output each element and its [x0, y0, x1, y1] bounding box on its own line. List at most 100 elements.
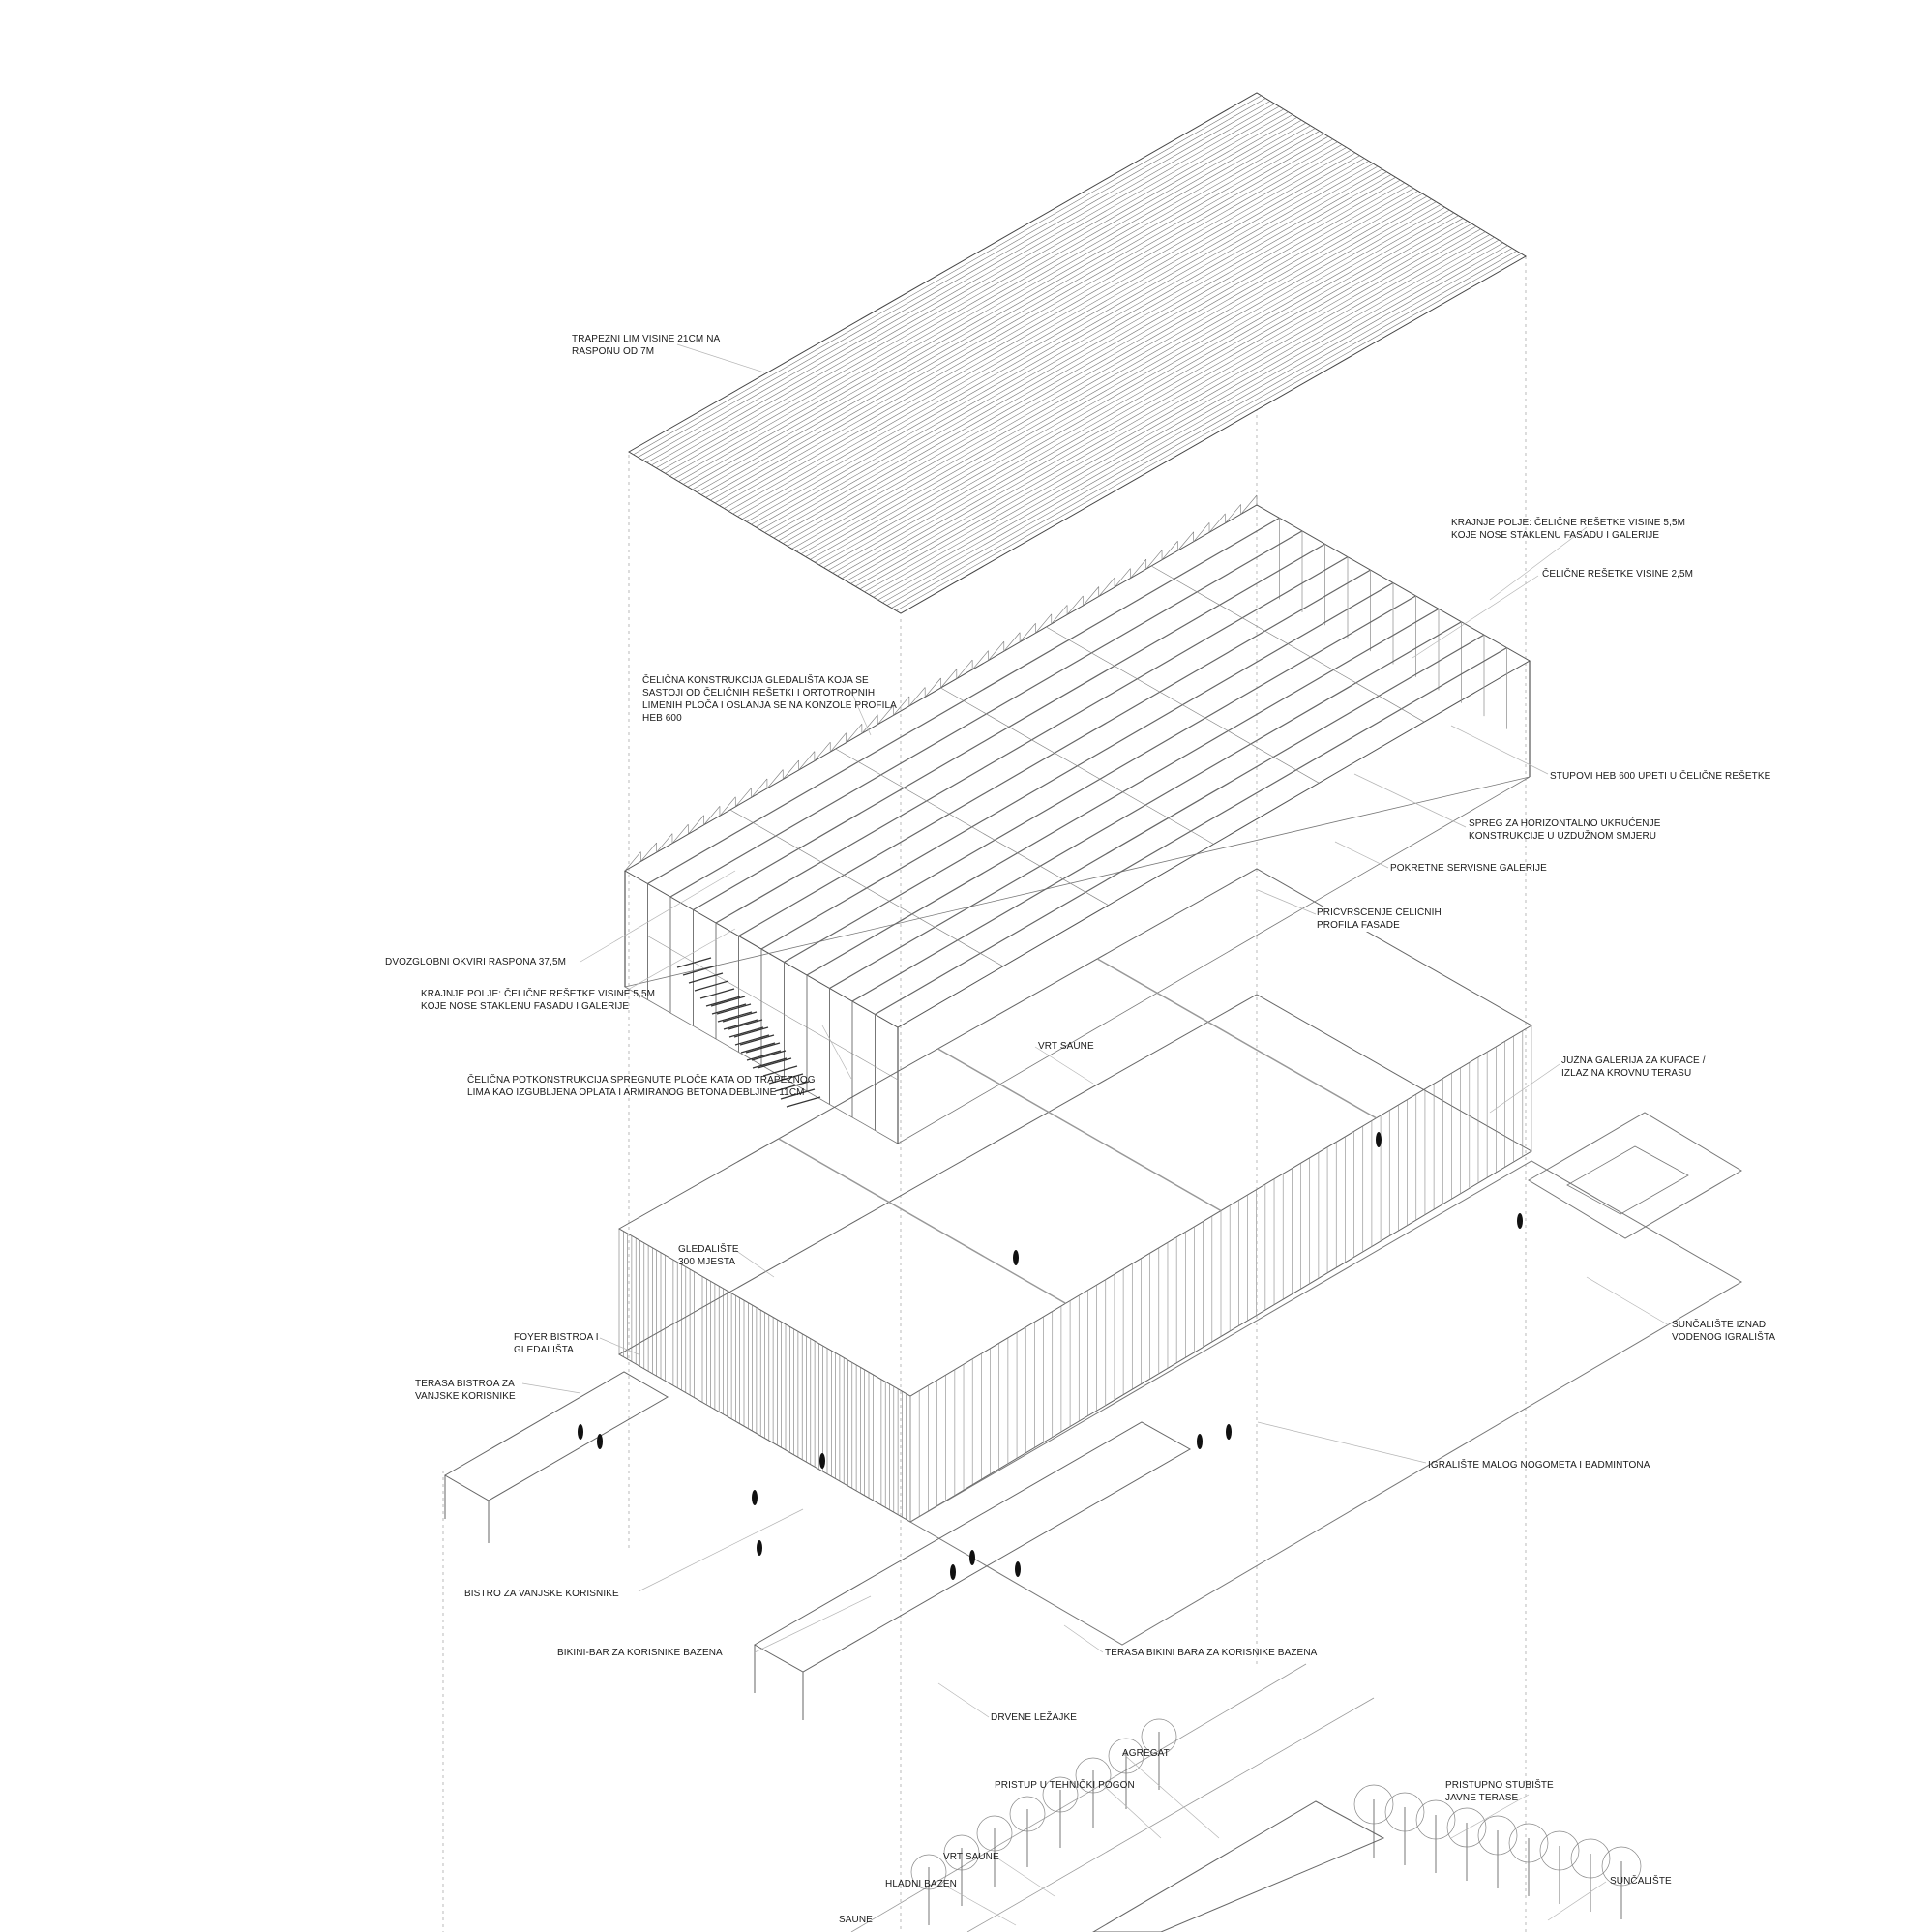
truss-diagonal — [1193, 522, 1210, 542]
truss-diagonal — [908, 687, 926, 707]
person-figure — [752, 1490, 758, 1505]
label-trusses: ČELIČNE REŠETKE VISINE 2,5m — [1542, 569, 1694, 580]
steel-structure — [623, 494, 1531, 1144]
glass-box-top — [617, 868, 1532, 1397]
roof-rib — [732, 155, 1360, 515]
roof-rib — [877, 242, 1503, 601]
sports-deck — [909, 1160, 1742, 1646]
stair-step — [722, 1011, 758, 1023]
truss-diagonal — [940, 669, 958, 689]
person-figure — [1517, 1213, 1523, 1229]
tree-icon — [1570, 1838, 1611, 1879]
roof-sheet — [628, 92, 1527, 614]
roof-rib — [660, 111, 1289, 471]
leader-line — [942, 1884, 1017, 1926]
ground-edge — [966, 1697, 1375, 1932]
label-sauna-garden-upper: VRT SAUNE — [1038, 1041, 1094, 1052]
tree-icon — [1108, 1738, 1144, 1774]
truss-diagonal — [735, 788, 752, 808]
bikini-bar-terrace — [753, 1421, 1192, 1673]
label-playground: IGRALIŠTE MALOG NOGOMETA I BADMINTONA — [1428, 1460, 1650, 1471]
tree-icon — [1477, 1815, 1518, 1856]
truss-diagonal — [846, 724, 863, 743]
roof-rib — [886, 248, 1513, 606]
roof-outline — [628, 92, 1527, 614]
purlin — [940, 687, 1214, 845]
leader-line — [1121, 1752, 1220, 1839]
roof-rib — [891, 251, 1517, 609]
gallery-beam — [647, 936, 671, 950]
roof-rib — [846, 223, 1472, 581]
roof-rib — [791, 191, 1418, 550]
person-figure — [578, 1424, 583, 1440]
roof-rib — [655, 108, 1284, 468]
leader-line — [734, 1249, 775, 1278]
truss-diagonal — [893, 696, 910, 716]
truss-diagonal — [751, 778, 768, 798]
roof-rib — [818, 207, 1445, 566]
roof-rib — [814, 204, 1442, 563]
stair-step — [717, 1011, 753, 1023]
leader-line — [1450, 725, 1549, 775]
roof-rib — [755, 168, 1382, 528]
roof-beam — [778, 1138, 1066, 1304]
stair-step — [752, 1057, 788, 1069]
truss-diagonal — [1240, 494, 1258, 515]
truss-diagonal — [814, 741, 831, 761]
roof-rib — [787, 188, 1414, 547]
roof-rib — [805, 198, 1432, 557]
truss-diagonal — [1225, 504, 1241, 524]
roof-rib — [864, 234, 1491, 592]
truss-diagonal — [798, 751, 816, 771]
tree-icon — [1539, 1830, 1580, 1871]
roof-rib — [724, 149, 1352, 509]
roof-rib — [773, 179, 1401, 539]
stair-step — [739, 1034, 775, 1046]
roof-rib — [869, 237, 1495, 595]
person-figure — [819, 1453, 825, 1469]
stair-step — [676, 957, 712, 968]
stair-step — [723, 1019, 758, 1030]
truss-diagonal — [656, 833, 673, 853]
leader-line — [1257, 889, 1317, 915]
gallery-beam — [760, 1000, 785, 1015]
truss-diagonal — [624, 851, 641, 872]
roof-rib — [896, 253, 1522, 611]
roof-rib — [678, 122, 1307, 482]
person-figure — [597, 1434, 603, 1449]
leader-line — [580, 870, 736, 963]
leader-line — [1102, 1784, 1162, 1839]
label-sauna-garden-lower: VRT SAUNE — [943, 1852, 999, 1862]
roof-rib — [800, 195, 1428, 555]
truss-diagonal — [1003, 632, 1021, 652]
water-playground — [1566, 1145, 1689, 1215]
truss-diagonal — [1035, 613, 1053, 634]
stair-step — [711, 1003, 747, 1015]
roof-beam — [937, 1048, 1222, 1212]
purlin — [1150, 565, 1425, 723]
roof-rib — [859, 231, 1486, 590]
truss-diagonal — [783, 759, 799, 780]
tree-icon — [976, 1815, 1013, 1852]
person-figure — [1013, 1250, 1019, 1265]
label-columns: STUPOVI HEB 600 UPETI U ČELIČNE REŠETKE — [1550, 771, 1771, 782]
roof-rib — [837, 218, 1464, 577]
person-figure — [1226, 1424, 1232, 1440]
leader-line — [850, 691, 872, 736]
label-cold-pool: HLADNI BAZEN — [885, 1879, 957, 1889]
person-figure — [1015, 1561, 1021, 1577]
truss-diagonal — [1145, 550, 1163, 570]
person-figure — [969, 1550, 975, 1565]
stair-step — [768, 1073, 804, 1085]
roof-rib — [665, 114, 1293, 474]
truss-diagonal — [956, 659, 973, 679]
purlin — [729, 809, 1004, 967]
tree-icon — [1141, 1718, 1177, 1755]
stair-step — [710, 996, 746, 1007]
gallery-beam — [806, 1026, 830, 1041]
stair-step — [774, 1081, 810, 1092]
